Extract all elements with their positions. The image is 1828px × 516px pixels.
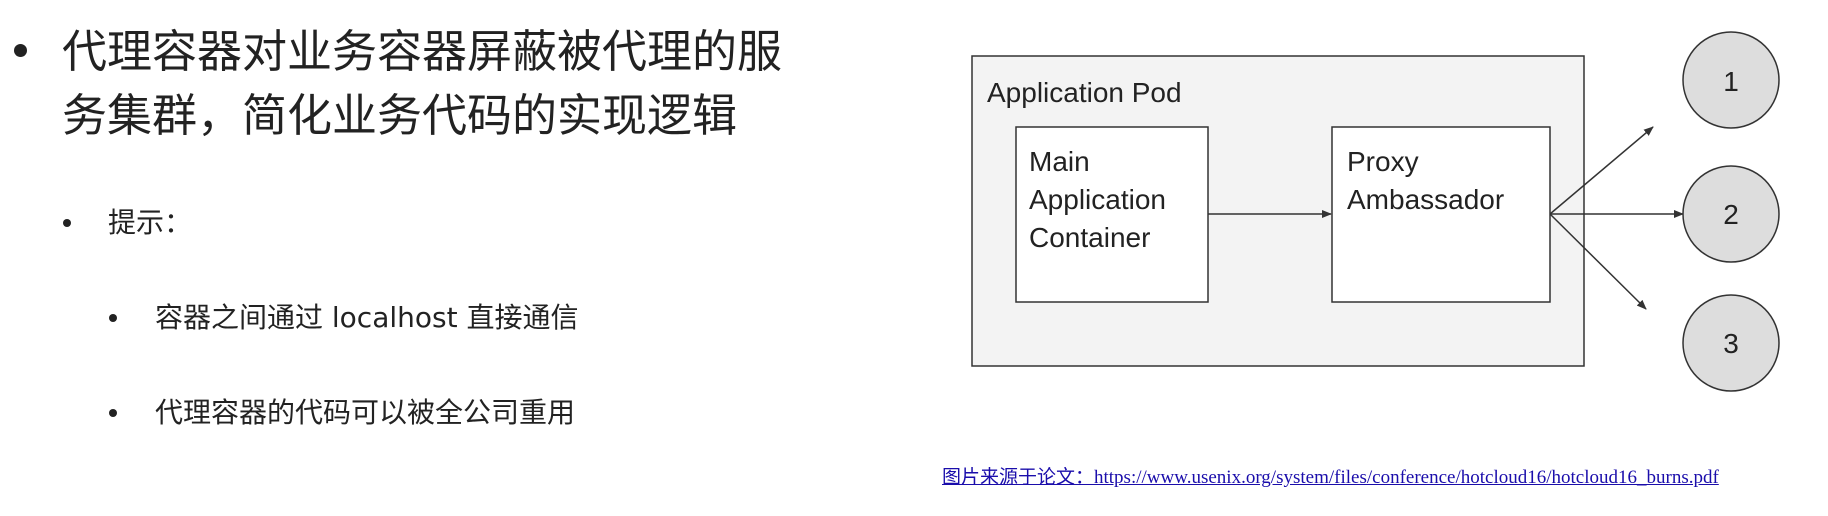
main-bullet-dot — [14, 44, 27, 57]
sub-bullet-dot-2 — [109, 409, 117, 417]
sub-bullet-2: 代理容器的代码可以被全公司重用 — [155, 396, 576, 429]
main-container-label-line3: Container — [1029, 222, 1150, 253]
main-container-label-line2: Application — [1029, 184, 1166, 215]
main-container-label-line1: Main — [1029, 146, 1090, 177]
tip-label: 提示： — [108, 206, 193, 239]
node-2 — [1682, 165, 1780, 263]
proxy-label-line1: Proxy — [1347, 146, 1419, 177]
node-1 — [1682, 31, 1780, 129]
main-application-container-box — [1015, 126, 1209, 303]
arrow-proxy-to-node-1 — [1549, 126, 1654, 215]
node-2-label: 2 — [1723, 199, 1739, 230]
main-bullet-line1: 代理容器对业务容器屏蔽被代理的服 — [62, 25, 783, 78]
source-link[interactable]: 图片来源于论文：https://www.usenix.org/system/fi… — [942, 467, 1719, 488]
proxy-ambassador-box — [1331, 126, 1551, 303]
tip-bullet-dot — [63, 219, 71, 227]
node-3-label: 3 — [1723, 328, 1739, 359]
application-pod-label: Application Pod — [987, 77, 1182, 108]
proxy-label-line2: Ambassador — [1347, 184, 1504, 215]
arrow-proxy-to-node-3 — [1549, 213, 1647, 310]
node-1-label: 1 — [1723, 66, 1739, 97]
sub-bullet-dot-1 — [109, 314, 117, 322]
main-bullet-line2: 务集群，简化业务代码的实现逻辑 — [62, 89, 738, 142]
sub-bullet-1: 容器之间通过 localhost 直接通信 — [155, 301, 579, 334]
node-3 — [1682, 294, 1780, 392]
